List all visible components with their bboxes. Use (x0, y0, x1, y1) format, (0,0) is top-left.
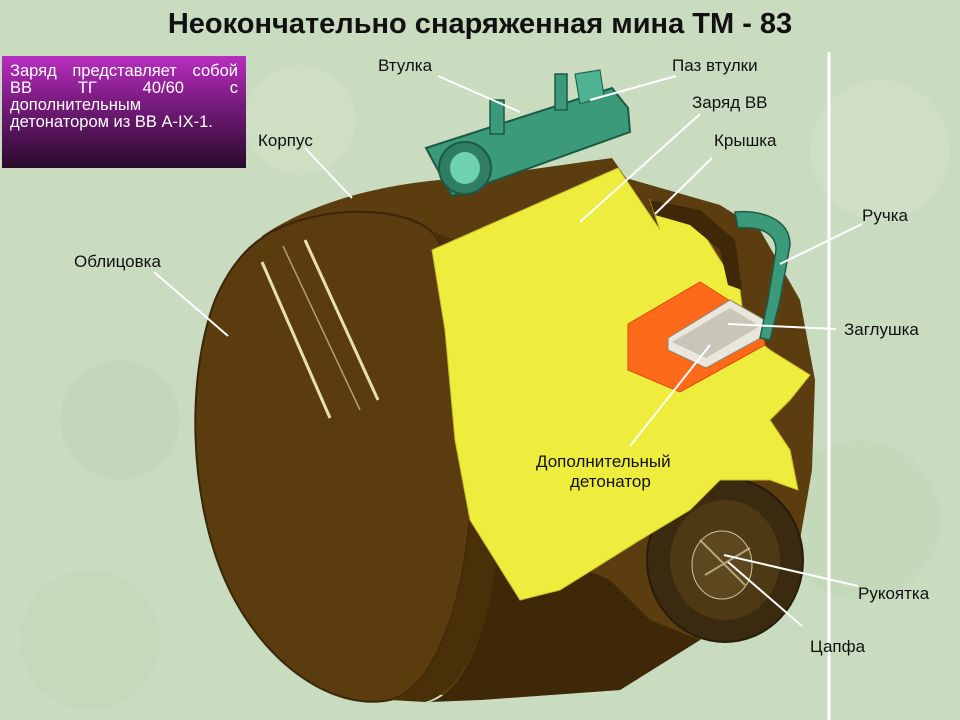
leader-lines (153, 75, 863, 627)
label-korpus: Корпус (258, 131, 313, 150)
label-rukoyatka: Рукоятка (858, 584, 930, 603)
info-note: Заряд представляет собой ВВ ТГ 40/60 с д… (2, 56, 246, 168)
label-dop-detonator-line2: детонатор (570, 472, 651, 491)
label-zaglushka: Заглушка (844, 320, 919, 339)
sleeve-part (424, 69, 632, 198)
label-ruchka: Ручка (862, 206, 908, 225)
carry-handle (734, 210, 791, 341)
page-title: Неокончательно снаряженная мина ТМ - 83 (167, 8, 793, 40)
label-oblitsovka: Облицовка (74, 252, 161, 271)
label-tsapfa: Цапфа (810, 637, 866, 656)
label-paz-vtulki: Паз втулки (672, 56, 758, 75)
note-text: Заряд представляет собой ВВ ТГ 40/60 с д… (10, 62, 238, 131)
label-vtulka: Втулка (378, 56, 433, 75)
background-texture (20, 65, 950, 710)
label-kryshka: Крышка (714, 131, 777, 150)
label-zaryad-vv: Заряд ВВ (692, 93, 768, 112)
label-dop-detonator-line1: Дополнительный (536, 452, 671, 471)
